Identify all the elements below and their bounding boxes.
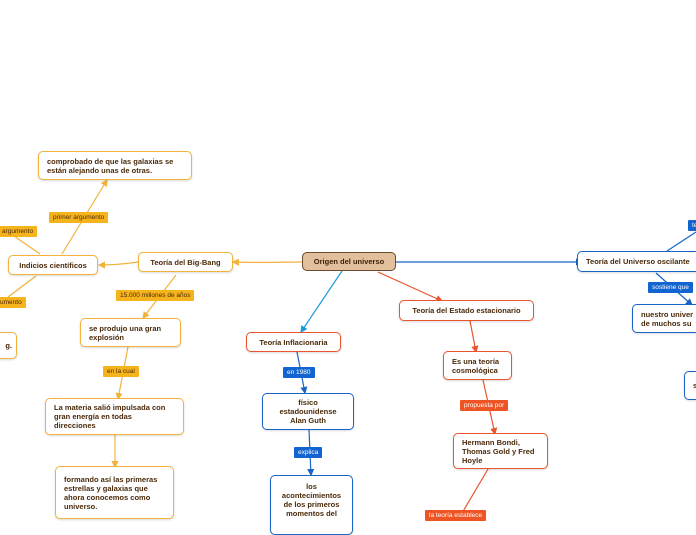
scientific-evidence-node[interactable]: Indicios científicos [8,255,98,275]
physicist-node[interactable]: físico estadounidense Alan Guth [262,393,354,430]
cosmological-theory-node[interactable]: Es una teoría cosmológica [443,351,512,380]
link-label-proposed-by: propuesta por [460,400,509,411]
link-label-first-argument: primer argumento [49,212,109,223]
galaxies-receding-node[interactable]: comprobado de que las galaxias se están … [38,151,192,180]
early-events-node[interactable]: los acontecimientos de los primeros mome… [270,475,353,535]
authors-node[interactable]: Hermann Bondi, Thomas Gold y Fred Hoyle [453,433,548,469]
link-label-explains: explica [294,447,323,458]
link-label-in-which: en la cual [103,366,139,377]
our-universe-node[interactable]: nuestro univer de muchos su [632,304,696,333]
link-label-theory-establishes: la teoría establece [425,510,487,521]
link-label-oscillating-top: te [688,220,696,231]
link-label-argument-top: argumento [0,226,38,237]
link-label-15000-million-years: 15.000 millones de años [116,290,195,301]
steady-state-theory-node[interactable]: Teoría del Estado estacionario [399,300,534,321]
great-explosion-node[interactable]: se produjo una gran explosión [80,318,181,347]
oscillating-cut-node[interactable]: s c [684,371,696,400]
left-cut-node[interactable]: g. [0,332,17,359]
link-label-holds-that: sostiene que [648,282,693,293]
central-topic[interactable]: Origen del universo [302,252,396,271]
inflationary-theory-node[interactable]: Teoría Inflacionaria [246,332,341,352]
first-stars-node[interactable]: formando así las primeras estrellas y ga… [55,466,174,519]
matter-expelled-node[interactable]: La materia salió impulsada con gran ener… [45,398,184,435]
link-label-argument-bottom: umento [0,297,26,308]
big-bang-theory-node[interactable]: Teoría del Big-Bang [138,252,233,272]
oscillating-universe-theory-node[interactable]: Teoría del Universo oscilante [577,251,696,272]
link-label-in-1980: en 1980 [283,367,315,378]
